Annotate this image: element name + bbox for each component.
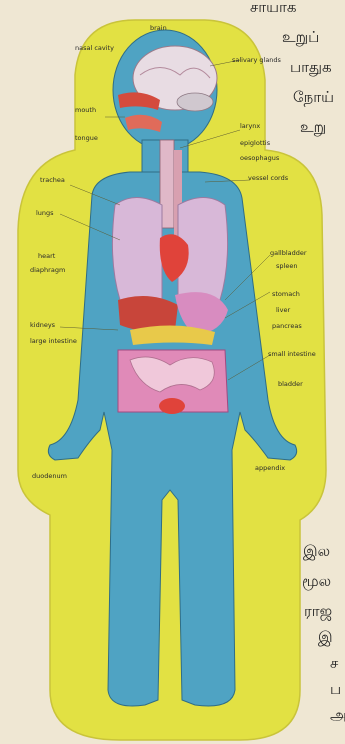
side-line-7: மூல [302, 572, 331, 590]
label-large-intestine: large intestine [30, 337, 77, 345]
side-line-3: பாதுக [290, 58, 332, 76]
label-tongue: tongue [75, 134, 98, 142]
label-epiglottis: epiglottis [240, 139, 271, 147]
label-bladder: bladder [278, 380, 303, 388]
label-spleen: spleen [276, 262, 297, 270]
label-oesophagus: oesophagus [240, 154, 280, 162]
label-vessel-cords: vessel cords [248, 174, 289, 182]
label-small-intestine: small intestine [268, 350, 316, 358]
side-line-2: உறுப் [282, 28, 319, 46]
side-line-11: ப [330, 680, 341, 698]
label-mouth: mouth [75, 106, 96, 114]
label-heart: heart [38, 252, 56, 260]
side-line-5: உறு [300, 118, 326, 136]
side-text-bottom: இல மூல ராஜ இ ச ப அ [302, 542, 345, 724]
label-diaphragm: diaphragm [30, 266, 65, 274]
label-liver: liver [276, 306, 290, 314]
label-gallbladder: gallbladder [270, 249, 307, 257]
side-line-12: அ [330, 706, 345, 724]
cerebellum-shape [177, 93, 213, 111]
label-stomach: stomach [272, 290, 300, 298]
label-kidneys: kidneys [30, 321, 56, 329]
side-line-9: இ [318, 628, 333, 646]
side-line-6: இல [303, 542, 330, 560]
side-line-1: சாயாக [250, 0, 296, 16]
label-larynx: larynx [240, 122, 260, 130]
label-salivary-glands: salivary glands [232, 56, 282, 64]
label-appendix: appendix [255, 464, 285, 472]
label-lungs: lungs [36, 209, 54, 217]
label-duodenum: duodenum [32, 472, 67, 480]
label-brain: brain [150, 24, 167, 32]
bladder-shape [159, 398, 185, 414]
label-nasal-cavity: nasal cavity [75, 44, 114, 52]
side-line-10: ச [330, 654, 339, 672]
label-trachea: trachea [40, 176, 65, 184]
left-lung-shape [112, 198, 162, 306]
side-line-4: நோய் [293, 88, 334, 106]
side-line-8: ராஜ [304, 602, 332, 621]
label-pancreas: pancreas [272, 322, 302, 330]
